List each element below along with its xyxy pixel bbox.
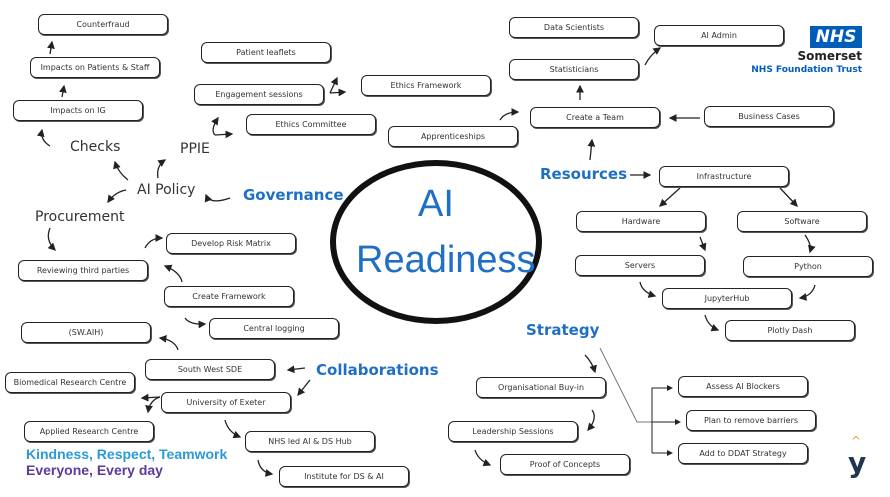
node-plan: Plan to remove barriers (686, 410, 816, 431)
center-title-readiness: Readiness (356, 239, 536, 281)
heading-collaborations: Collaborations (316, 361, 439, 379)
node-counterfraud: Counterfraud (38, 14, 168, 35)
node-software: Software (737, 211, 867, 232)
heading-governance: Governance (243, 186, 344, 204)
heading-resources: Resources (540, 165, 628, 183)
label-ppie: PPIE (180, 141, 210, 157)
node-data-scientists: Data Scientists (509, 17, 639, 38)
values-block: Kindness, Respect, Teamwork Everyone, Ev… (26, 446, 227, 478)
node-create-team: Create a Team (530, 107, 660, 128)
node-swaih: (SW.AIH) (21, 322, 151, 343)
node-patient-leaflets: Patient leaflets (201, 42, 331, 63)
values-line-1: Kindness, Respect, Teamwork (26, 446, 228, 462)
node-applied: Applied Research Centre (24, 421, 154, 442)
node-poc: Proof of Concepts (500, 454, 630, 475)
node-nhs-hub: NHS led AI & DS Hub (245, 431, 375, 452)
org-name: Somerset (797, 49, 862, 63)
node-ddat: Add to DDAT Strategy (678, 443, 808, 464)
node-business-cases: Business Cases (704, 106, 834, 127)
nhs-logo: NHS (810, 26, 862, 48)
node-statisticians: Statisticians (509, 59, 639, 80)
node-hardware: Hardware (576, 211, 706, 232)
node-ai-admin: AI Admin (654, 25, 784, 46)
node-leadership: Leadership Sessions (448, 421, 578, 442)
logo-caret-icon: ^ (851, 434, 862, 448)
node-third-parties: Reviewing third parties (18, 260, 148, 281)
node-impacts-patients: Impacts on Patients & Staff (30, 57, 160, 78)
node-servers: Servers (575, 255, 705, 276)
node-python: Python (743, 256, 873, 277)
label-checks: Checks (70, 139, 121, 155)
node-ethics-committee: Ethics Committee (246, 114, 376, 135)
node-institute: Institute for DS & AI (279, 466, 409, 487)
node-apprenticeships: Apprenticeships (388, 126, 518, 147)
node-impacts-ig: Impacts on IG (13, 100, 143, 121)
node-exeter: University of Exeter (161, 392, 291, 413)
label-procurement: Procurement (35, 209, 125, 225)
node-buy-in: Organisational Buy-in (476, 377, 606, 398)
center-ellipse (330, 160, 542, 324)
node-engagement: Engagement sessions (194, 84, 324, 105)
node-sw-sde: South West SDE (145, 359, 275, 380)
heading-strategy: Strategy (526, 321, 600, 339)
corner-logo: y (848, 446, 867, 479)
values-line-2: Everyone, Every day (26, 462, 163, 478)
node-ethics-framework: Ethics Framework (361, 75, 491, 96)
trust-name: NHS Foundation Trust (751, 65, 862, 75)
node-create-framework: Create Framework (164, 286, 294, 307)
node-assess: Assess AI Blockers (678, 376, 808, 397)
node-infrastructure: Infrastructure (659, 166, 789, 187)
label-ai-policy: AI Policy (137, 182, 196, 198)
node-central-logging: Central logging (209, 318, 339, 339)
node-risk-matrix: Develop Risk Matrix (166, 233, 296, 254)
center-title-ai: AI (418, 183, 454, 225)
node-plotly: Plotly Dash (725, 320, 855, 341)
node-biomedical: Biomedical Research Centre (5, 372, 135, 393)
node-jupyterhub: JupyterHub (662, 288, 792, 309)
